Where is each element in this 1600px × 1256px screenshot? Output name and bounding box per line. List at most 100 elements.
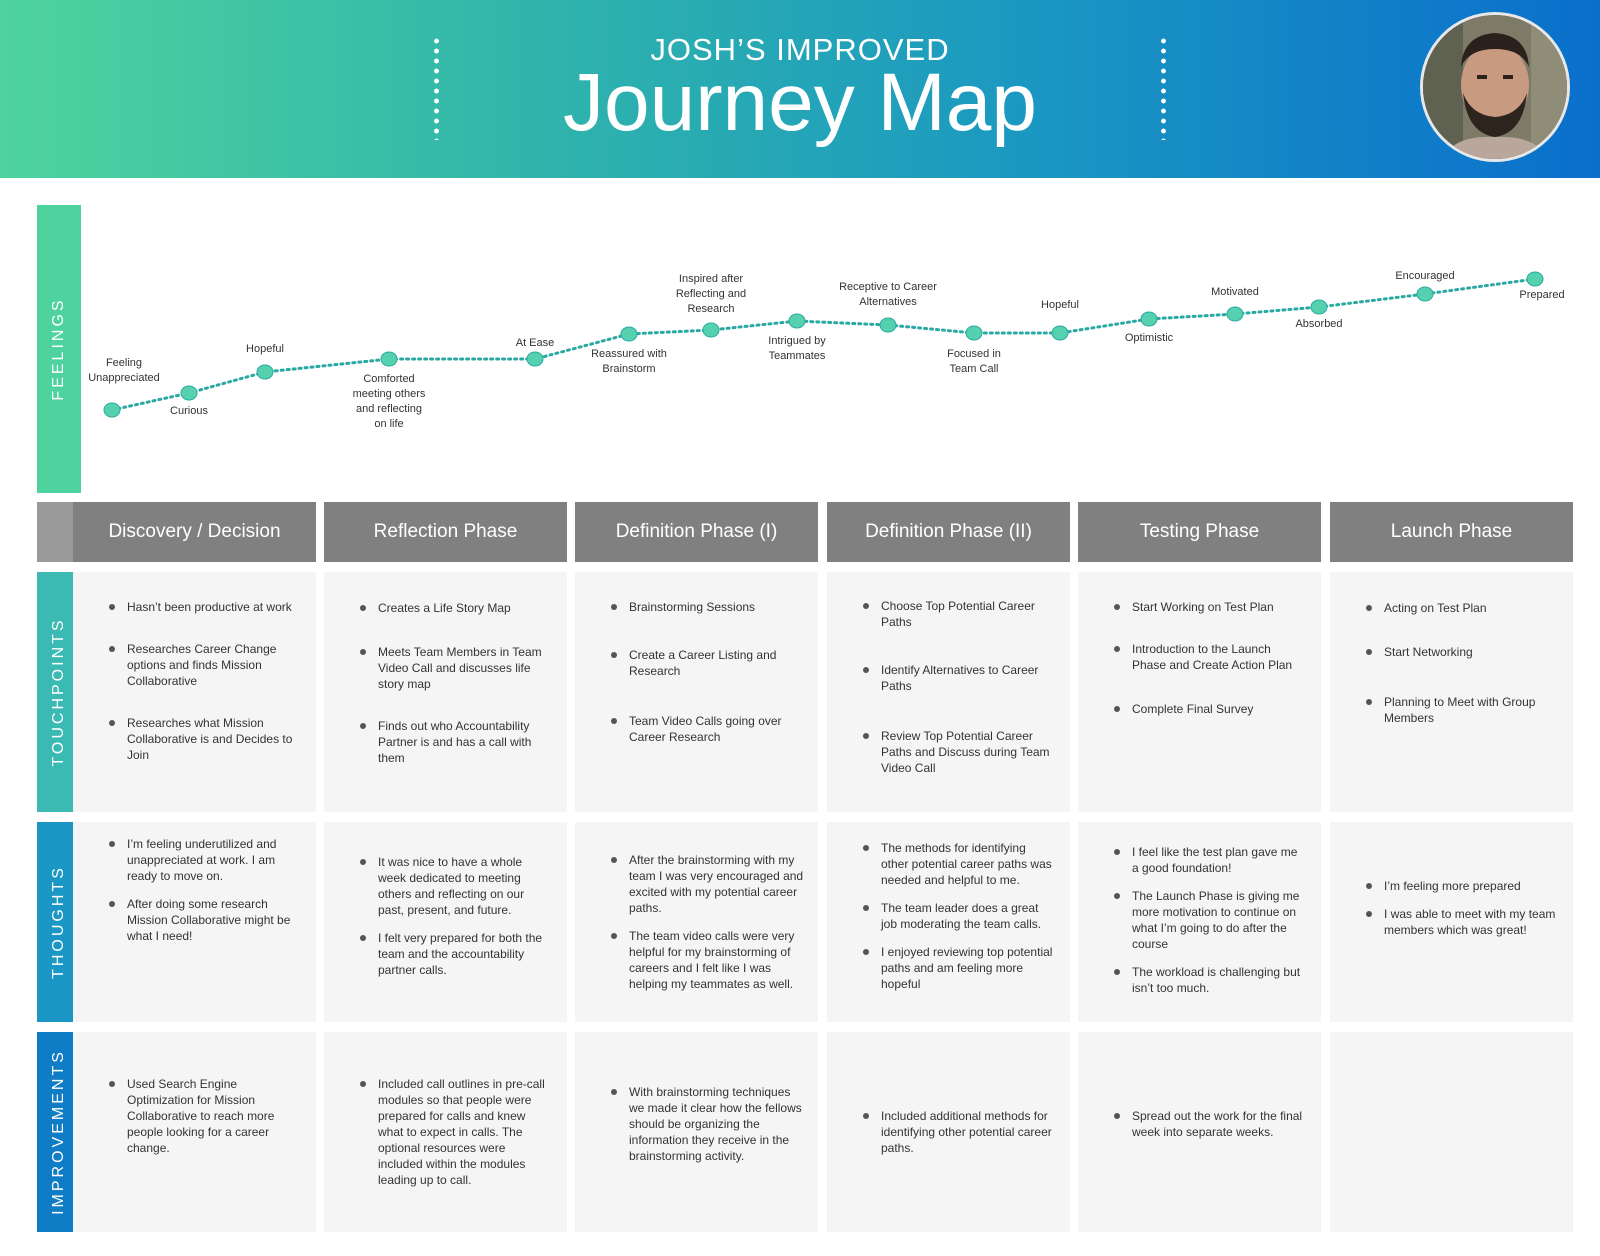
list-item: The team video calls were very helpful f… (611, 928, 804, 992)
feeling-node (1526, 271, 1544, 287)
list-item: It was nice to have a whole week dedicat… (360, 854, 553, 918)
thought-cell: I’m feeling underutilized and unapprecia… (73, 822, 316, 1022)
improvement-cell: Used Search Engine Optimization for Miss… (73, 1032, 316, 1232)
page-title: Journey Map (562, 57, 1038, 148)
list-item: After doing some research Mission Collab… (109, 896, 302, 944)
feeling-label: Encouraged (1395, 270, 1455, 282)
feeling-node (256, 364, 274, 380)
feeling-node (702, 322, 720, 338)
thoughts-list: After the brainstorming with my team I w… (611, 852, 804, 992)
list-item: Introduction to the Launch Phase and Cre… (1114, 641, 1307, 673)
list-item: Hasn’t been productive at work (109, 599, 302, 615)
feeling-label: Absorbed (1295, 318, 1343, 330)
feeling-node (526, 351, 544, 367)
list-item: Create a Career Listing and Research (611, 647, 804, 679)
list-item: I feel like the test plan gave me a good… (1114, 844, 1307, 876)
feeling-label: Curious (170, 405, 208, 417)
phase-header: Discovery / Decision (73, 502, 316, 562)
feeling-node (103, 402, 121, 418)
list-item: I’m feeling more prepared (1366, 878, 1559, 894)
improvements-list: Spread out the work for the final week i… (1114, 1108, 1307, 1140)
phase-header: Reflection Phase (324, 502, 567, 562)
avatar (1420, 12, 1570, 162)
header-banner: JOSH’S IMPROVED Journey Map (0, 0, 1600, 178)
list-item: I’m feeling underutilized and unapprecia… (109, 836, 302, 884)
list-item: Researches Career Change options and fin… (109, 641, 302, 689)
list-item: With brainstorming techniques we made it… (611, 1084, 804, 1164)
thought-cell: It was nice to have a whole week dedicat… (324, 822, 567, 1022)
thoughts-list: I’m feeling underutilized and unapprecia… (109, 836, 302, 944)
list-item: The team leader does a great job moderat… (863, 900, 1056, 932)
dotted-divider-right (1161, 36, 1166, 140)
row-label-feelings: FEELINGS (37, 205, 81, 493)
list-item: Start Working on Test Plan (1114, 599, 1307, 615)
list-item: I enjoyed reviewing top potential paths … (863, 944, 1056, 992)
improvement-cell: Spread out the work for the final week i… (1078, 1032, 1321, 1232)
thoughts-list: The methods for identifying other potent… (863, 840, 1056, 992)
feeling-node (1416, 286, 1434, 302)
feeling-node (1226, 306, 1244, 322)
row-label-improvements-text: IMPROVEMENTS (50, 1049, 67, 1215)
phase-bar-spacer (37, 502, 73, 562)
thoughts-list: It was nice to have a whole week dedicat… (360, 854, 553, 978)
feeling-node (180, 385, 198, 401)
feeling-node (620, 326, 638, 342)
list-item: Review Top Potential Career Paths and Di… (863, 728, 1056, 776)
list-item: Creates a Life Story Map (360, 600, 553, 616)
phase-header: Definition Phase (I) (575, 502, 818, 562)
list-item: Spread out the work for the final week i… (1114, 1108, 1307, 1140)
feeling-node (380, 351, 398, 367)
list-item: Finds out who Accountability Partner is … (360, 718, 553, 766)
improvements-list: With brainstorming techniques we made it… (611, 1084, 804, 1164)
thought-cell: The methods for identifying other potent… (827, 822, 1070, 1022)
thought-cell: I’m feeling more prepared I was able to m… (1330, 822, 1573, 1022)
feeling-node (1051, 325, 1069, 341)
improvement-cell: With brainstorming techniques we made it… (575, 1032, 818, 1232)
feeling-label: Optimistic (1124, 332, 1174, 344)
list-item: Researches what Mission Collaborative is… (109, 715, 302, 763)
feeling-label: Hopeful (1041, 299, 1079, 311)
thoughts-list: I feel like the test plan gave me a good… (1114, 844, 1307, 996)
list-item: Complete Final Survey (1114, 701, 1307, 717)
feelings-path (110, 277, 1537, 412)
list-item: I was able to meet with my team members … (1366, 906, 1559, 938)
list-item: Brainstorming Sessions (611, 599, 804, 615)
row-label-touchpoints-text: TOUCHPOINTS (50, 617, 67, 767)
feeling-label: At Ease (515, 337, 555, 349)
feeling-label: Hopeful (246, 343, 284, 355)
list-item: Start Networking (1366, 644, 1559, 660)
phase-header: Launch Phase (1330, 502, 1573, 562)
list-item: Used Search Engine Optimization for Miss… (109, 1076, 302, 1156)
list-item: Included call outlines in pre-call modul… (360, 1076, 553, 1188)
phase-header: Definition Phase (II) (827, 502, 1070, 562)
improvements-list: Used Search Engine Optimization for Miss… (109, 1076, 302, 1156)
list-item: I felt very prepared for both the team a… (360, 930, 553, 978)
list-item: Planning to Meet with Group Members (1366, 694, 1559, 726)
improvement-cell (1330, 1032, 1573, 1232)
thought-cell: After the brainstorming with my team I w… (575, 822, 818, 1022)
improvement-cell: Included additional methods for identify… (827, 1032, 1070, 1232)
feeling-node (965, 325, 983, 341)
feeling-node (879, 317, 897, 333)
list-item: Meets Team Members in Team Video Call an… (360, 644, 553, 692)
list-item: Identify Alternatives to Career Paths (863, 662, 1056, 694)
list-item: Team Video Calls going over Career Resea… (611, 713, 804, 745)
portrait-image (1423, 15, 1567, 159)
improvement-cell: Included call outlines in pre-call modul… (324, 1032, 567, 1232)
list-item: The Launch Phase is giving me more motiv… (1114, 888, 1307, 952)
